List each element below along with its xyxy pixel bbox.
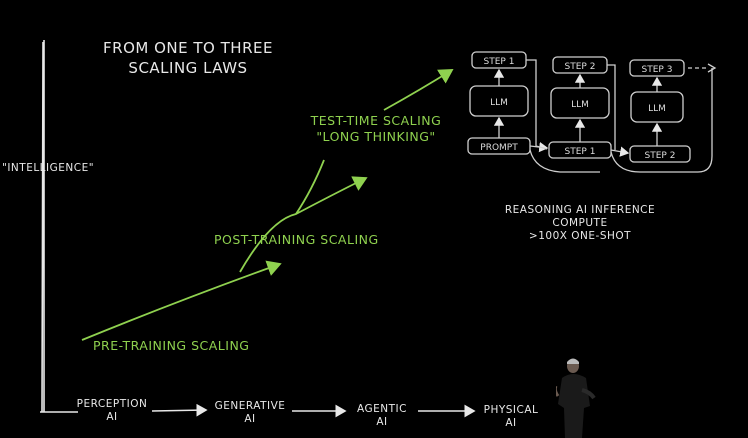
test-time-line-2: "LONG THINKING" [316, 129, 436, 144]
top-step-1: STEP 1 [484, 57, 515, 67]
post-training-arrow [239, 176, 368, 273]
llm-3: LLM [648, 104, 666, 114]
caption-line-1: REASONING AI INFERENCE [504, 204, 656, 216]
stage-agentic: AGENTIC AI [345, 403, 419, 429]
stage-line-1: GENERATIVE [214, 400, 286, 412]
prompt-box: PROMPT [480, 143, 518, 153]
stage-perception: PERCEPTION AI [70, 398, 154, 424]
stage-line-1: PHYSICAL [483, 404, 539, 416]
stage-line-1: PERCEPTION [76, 398, 148, 410]
title-line-2: SCALING LAWS [128, 59, 248, 77]
stage-line-2: AI [505, 417, 517, 429]
reasoning-diagram [467, 51, 717, 173]
llm-2: LLM [571, 100, 589, 110]
bottom-step-1: STEP 1 [565, 147, 596, 157]
post-training-curve-tail [295, 159, 325, 215]
pre-training-arrow [81, 260, 282, 341]
stage-line-2: AI [106, 411, 118, 423]
stage-arrow-1 [151, 403, 208, 417]
y-axis-label: "INTELLIGENCE" [2, 162, 95, 174]
test-time-line-1: TEST-TIME SCALING [310, 113, 442, 128]
presenter-figure [556, 358, 596, 438]
caption-line-3: >100X ONE-SHOT [528, 230, 632, 242]
title-line-1: FROM ONE TO THREE [103, 39, 273, 57]
stage-physical: PHYSICAL AI [474, 404, 548, 430]
reasoning-caption: REASONING AI INFERENCE COMPUTE >100X ONE… [495, 204, 665, 243]
stage-line-2: AI [244, 413, 256, 425]
top-step-3: STEP 3 [642, 65, 673, 75]
test-time-arrow [383, 69, 454, 111]
caption-line-2: COMPUTE [552, 217, 608, 229]
slide-title: FROM ONE TO THREE SCALING LAWS [98, 38, 278, 78]
y-axis [41, 40, 45, 413]
pre-training-label: PRE-TRAINING SCALING [93, 338, 250, 353]
bottom-step-2: STEP 2 [645, 151, 676, 161]
post-training-label: POST-TRAINING SCALING [214, 232, 379, 247]
llm-1: LLM [490, 98, 508, 108]
stage-line-1: AGENTIC [357, 403, 407, 415]
stage-line-2: AI [376, 416, 388, 428]
stage-generative: GENERATIVE AI [208, 400, 292, 426]
top-step-2: STEP 2 [565, 62, 596, 72]
test-time-label: TEST-TIME SCALING "LONG THINKING" [306, 113, 446, 145]
